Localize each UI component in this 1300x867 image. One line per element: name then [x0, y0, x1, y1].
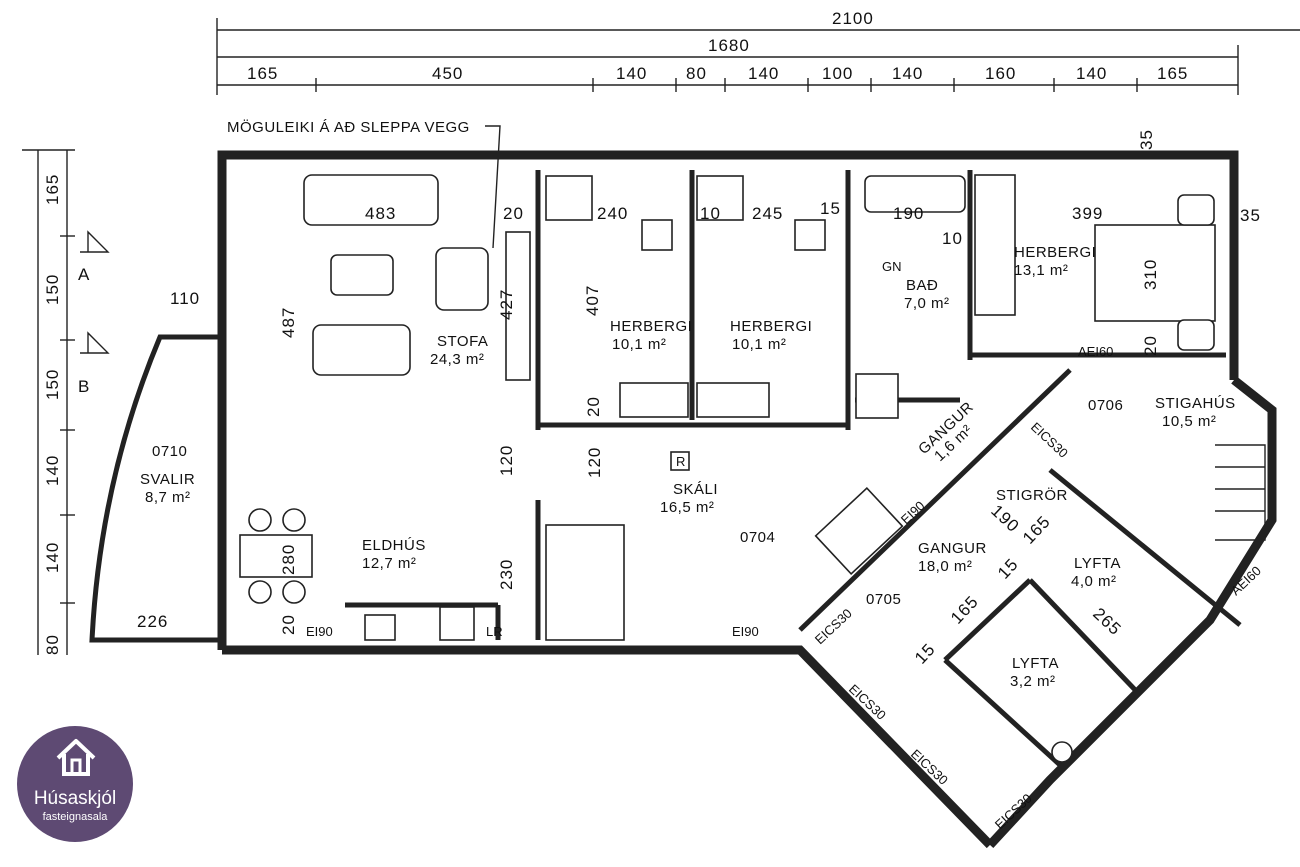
room-lyfta1-name: LYFTA	[1074, 555, 1121, 572]
dim-seg-3: 140	[616, 64, 647, 83]
dim-10a: 10	[700, 204, 721, 223]
room-skali-area: 16,5 m²	[660, 499, 714, 516]
room-herbergi1-name: HERBERGI	[610, 318, 692, 335]
room-stofa-name: STOFA	[437, 333, 488, 350]
label-gn: GN	[882, 259, 902, 274]
dim-seg-9: 140	[1076, 64, 1107, 83]
dim-190b: 190	[987, 501, 1023, 536]
dim-35-right: 35	[1240, 206, 1261, 225]
dim-110: 110	[170, 289, 200, 308]
dim-left-2: 150	[43, 274, 62, 305]
logo-brand: Húsaskjól	[33, 788, 117, 809]
section-marker-a: A	[78, 265, 90, 284]
dim-15b: 15	[994, 554, 1022, 582]
room-stigahus-number: 0706	[1088, 397, 1123, 414]
dim-310: 310	[1141, 259, 1160, 290]
dim-seg-6: 100	[822, 64, 853, 83]
dim-280: 280	[279, 544, 298, 575]
dim-427: 427	[497, 289, 516, 320]
dim-226: 226	[137, 612, 168, 631]
top-dimension-lines	[216, 18, 1300, 95]
room-skali-symbol: R	[676, 454, 685, 469]
dim-left-4: 140	[43, 455, 62, 486]
room-gangur2-number: 0705	[866, 591, 901, 608]
dim-165a: 165	[1019, 512, 1054, 548]
label-lr: LR	[486, 624, 503, 639]
fire-symbol-icon	[670, 451, 690, 471]
house-icon	[56, 739, 96, 776]
annotation-wall-option: MÖGULEIKI Á AÐ SLEPPA VEGG	[227, 118, 470, 136]
room-eldhus-area: 12,7 m²	[362, 555, 416, 572]
dim-seg-8: 160	[985, 64, 1016, 83]
room-bad-name: BAÐ	[906, 277, 938, 294]
room-stofa-area: 24,3 m²	[430, 351, 484, 368]
room-gangur2-name: GANGUR	[918, 540, 987, 557]
dim-265: 265	[1089, 604, 1125, 639]
dim-seg-2: 450	[432, 64, 463, 83]
dim-total-width: 2100	[832, 9, 874, 28]
dim-20d: 20	[279, 614, 298, 635]
left-dimension-lines	[22, 149, 110, 655]
dim-15c: 15	[911, 639, 939, 667]
room-svalir-number: 0710	[152, 443, 187, 460]
room-lyfta1-area: 4,0 m²	[1071, 573, 1117, 590]
room-bad-area: 7,0 m²	[904, 295, 950, 312]
dim-20b: 20	[1141, 335, 1160, 356]
husaskjol-logo: Húsaskjól fasteignasala	[17, 726, 133, 842]
dim-240: 240	[597, 204, 628, 223]
dim-left-3: 150	[43, 369, 62, 400]
dim-20a: 20	[503, 204, 524, 223]
label-ei90-b: EI90	[732, 624, 759, 639]
room-eldhus-name: ELDHÚS	[362, 537, 426, 554]
dim-399: 399	[1072, 204, 1103, 223]
dim-seg-5: 140	[748, 64, 779, 83]
walls	[89, 150, 1277, 849]
furniture	[239, 174, 1266, 763]
dim-483: 483	[365, 204, 396, 223]
room-herbergi1-area: 10,1 m²	[612, 336, 666, 353]
dim-seg-4: 80	[686, 64, 707, 83]
room-herbergi3-name: HERBERGI	[1014, 244, 1096, 261]
dim-15a: 15	[820, 199, 841, 218]
logo-subtitle: fasteignasala	[42, 811, 108, 823]
label-eics30-e: EICS30	[1028, 419, 1071, 461]
label-ei90-a: EI90	[306, 624, 333, 639]
dim-left-5: 140	[43, 542, 62, 573]
dim-120a: 120	[497, 445, 516, 476]
dim-left-1: 165	[43, 174, 62, 205]
dim-190a: 190	[893, 204, 924, 223]
dim-120b: 120	[585, 447, 604, 478]
dim-10b: 10	[942, 229, 963, 248]
room-stigahus-area: 10,5 m²	[1162, 413, 1216, 430]
dim-487: 487	[279, 307, 298, 338]
dim-407: 407	[583, 285, 602, 316]
room-lyfta2-area: 3,2 m²	[1010, 673, 1056, 690]
section-marker-b: B	[78, 377, 90, 396]
room-gangur2-area: 18,0 m²	[918, 558, 972, 575]
dim-seg-7: 140	[892, 64, 923, 83]
room-skali-number: 0704	[740, 529, 775, 546]
label-aei60-a: AEI60	[1078, 344, 1113, 359]
dim-165b: 165	[947, 592, 982, 628]
dim-245: 245	[752, 204, 783, 223]
room-svalir-area: 8,7 m²	[145, 489, 191, 506]
dim-seg-1: 165	[247, 64, 278, 83]
dim-20c: 20	[584, 396, 603, 417]
dim-35-top: 35	[1137, 129, 1156, 150]
room-svalir-name: SVALIR	[140, 471, 195, 488]
room-herbergi2-name: HERBERGI	[730, 318, 812, 335]
dim-inner-width: 1680	[708, 36, 750, 55]
dim-230: 230	[497, 559, 516, 590]
room-herbergi2-area: 10,1 m²	[732, 336, 786, 353]
room-stigror-name: STIGRÖR	[996, 486, 1068, 504]
room-lyfta2-name: LYFTA	[1012, 655, 1059, 672]
dim-left-6: 80	[43, 634, 62, 655]
room-herbergi3-area: 13,1 m²	[1014, 262, 1068, 279]
room-stigahus-name: STIGAHÚS	[1155, 395, 1236, 412]
dim-seg-10: 165	[1157, 64, 1188, 83]
label-ei90-c: EI90	[898, 498, 928, 527]
room-skali-name: SKÁLI	[673, 481, 718, 498]
